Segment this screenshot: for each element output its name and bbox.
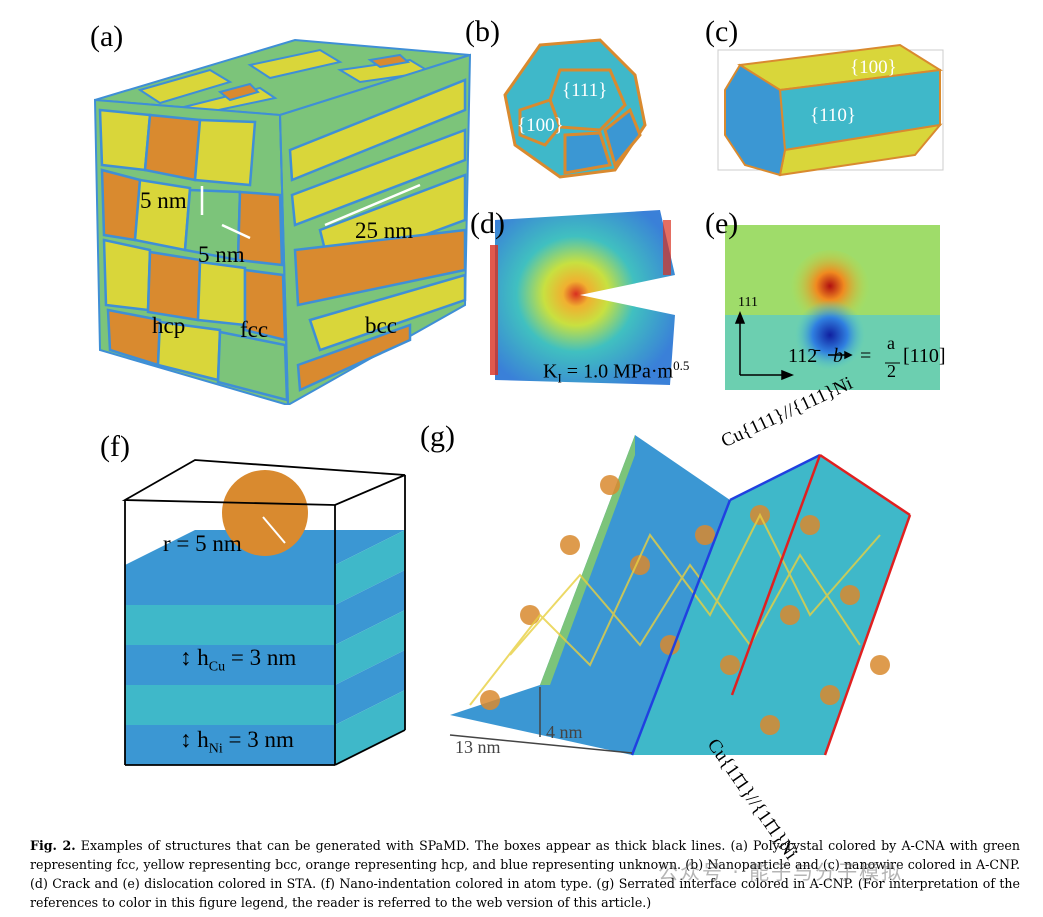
panel-b: (b) {111} {100} <box>465 15 665 195</box>
grain-size-label-3: 25 nm <box>355 218 414 243</box>
grain-size-label-1: 5 nm <box>140 188 187 213</box>
polycrystal-cube <box>93 38 472 407</box>
figure-number: Fig. 2. <box>30 838 76 853</box>
hcp-label: hcp <box>152 313 186 338</box>
serrated-interface <box>449 435 912 756</box>
k-subscript: I <box>557 370 562 386</box>
panel-g-label: (g) <box>420 420 455 453</box>
vertical-axis-label: 111 <box>738 295 758 310</box>
indentation-box <box>121 459 406 766</box>
watermark: 公众号 · 能子与分子模拟 <box>658 860 904 884</box>
dislocation-map <box>725 225 940 390</box>
k-symbol: K <box>543 360 558 383</box>
panel-c-label: (c) <box>705 15 739 48</box>
panel-f-label: (f) <box>100 430 130 463</box>
facet-100-label: {100} <box>517 115 564 136</box>
h-ni-symbol: h <box>197 727 209 752</box>
fraction-numerator: a <box>887 333 895 353</box>
indenter-radius-label: r = 5 nm <box>163 531 242 556</box>
h-ni-subscript: Ni <box>208 741 223 757</box>
burgers-symbol: b <box>833 345 843 367</box>
panel-a: (a) 5 nm 5 nm 25 nm hcp fcc bcc <box>80 20 480 407</box>
h-cu-subscript: Cu <box>208 659 226 675</box>
facet-111-label: {111} <box>562 80 608 101</box>
caption-text: Examples of structures that can be gener… <box>30 838 1020 910</box>
panel-g: (g) Cu{111}//{111}Ni Cu{11̄1}//{11̄1}Ni … <box>410 373 1010 864</box>
equals-sign: = <box>860 345 872 367</box>
fcc-label: fcc <box>240 317 269 342</box>
stress-intensity-label: KI = 1.0 MPa·m0.5 <box>543 358 689 387</box>
panel-f: (f) r = 5 nm ↕ hCu = 3 nm ↕ hNi = 3 nm <box>95 425 425 795</box>
cu-thickness-label: ↕ hCu = 3 nm <box>180 645 297 675</box>
grain-size-label-2: 5 nm <box>198 242 245 267</box>
facet-110-label: {110} <box>810 105 857 126</box>
crack-specimen <box>490 210 675 385</box>
panel-e: (e) 111 112̄ b = a 2 [110] <box>700 205 960 395</box>
k-exponent: 0.5 <box>673 358 690 373</box>
panel-d: (d) KI = 1.0 MPa·m0.5 <box>465 205 700 395</box>
nanoparticle <box>503 38 647 179</box>
h-cu-value: = 3 nm <box>225 645 297 670</box>
facet-100-label: {100} <box>850 57 897 78</box>
panel-a-label: (a) <box>90 20 124 53</box>
h-ni-value: = 3 nm <box>222 727 294 752</box>
panel-d-label: (d) <box>470 207 505 240</box>
horizontal-axis-label: 112̄ <box>788 345 818 367</box>
serration-depth-label: 4 nm <box>546 722 583 742</box>
panel-b-label: (b) <box>465 15 500 48</box>
burgers-vector: [110] <box>903 345 946 367</box>
k-value: = 1.0 MPa·m <box>561 360 674 383</box>
h-cu-symbol: h <box>197 645 209 670</box>
fraction-denominator: 2 <box>887 361 896 381</box>
serration-width-label: 13 nm <box>455 737 501 757</box>
figure-caption: Fig. 2. Examples of structures that can … <box>30 836 1020 912</box>
bcc-label: bcc <box>365 313 397 338</box>
panel-e-label: (e) <box>705 207 739 240</box>
panel-c: (c) {100} {110} <box>700 15 960 195</box>
nanowire <box>717 43 944 177</box>
ni-thickness-label: ↕ hNi = 3 nm <box>180 727 294 757</box>
